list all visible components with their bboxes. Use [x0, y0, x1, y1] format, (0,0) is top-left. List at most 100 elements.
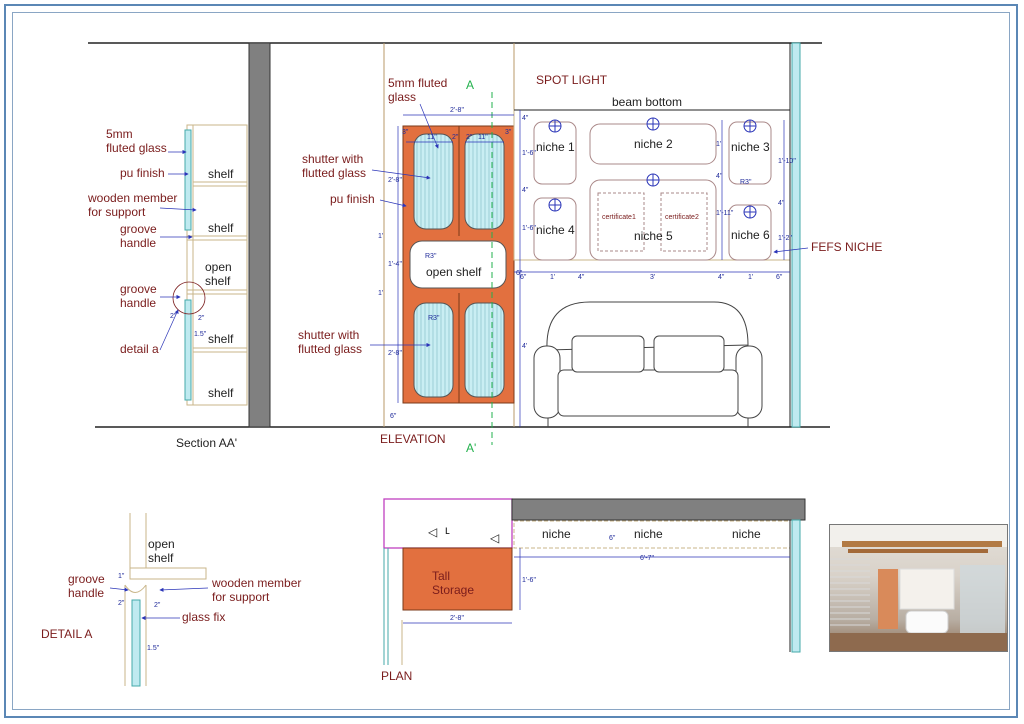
- dim-6-base: 6": [390, 413, 397, 420]
- label-detail-glass-fix: glass fix: [182, 610, 225, 624]
- dim-nv-6: 6": [516, 270, 523, 277]
- label-section-shelf-4: shelf: [208, 332, 234, 346]
- dim-detail-2: 2": [154, 602, 161, 609]
- label-plan-niche-1: niche: [542, 527, 571, 541]
- label-section-shelf-2: shelf: [208, 221, 234, 235]
- open-shelf-niche: [409, 240, 507, 289]
- dim-1-4: 1'-4": [388, 261, 402, 268]
- dim-r3-a: R3": [425, 253, 437, 260]
- dim-11a: 11": [427, 134, 437, 141]
- dim-nv-1-2: 1'-2": [778, 235, 792, 242]
- dim-11b: 11": [478, 134, 488, 141]
- dim-plan-2-8: 2'-8": [450, 615, 464, 622]
- dim-r3-b: R3": [428, 315, 440, 322]
- dim-nh-4: 4": [718, 274, 725, 281]
- label-open-shelf: open shelf: [426, 265, 482, 279]
- dim-section-1-5: 1.5": [194, 331, 207, 338]
- label-niche-1: niche 1: [536, 140, 575, 154]
- dim-2b: 2": [466, 134, 473, 141]
- niche-4: [533, 197, 577, 261]
- dim-r3-c: R3": [740, 179, 752, 186]
- glass-partition-elevation: [791, 42, 801, 428]
- dim-nh-3: 3': [650, 274, 655, 281]
- spot-light-icons: [548, 117, 757, 219]
- label-spot-light: SPOT LIGHT: [536, 73, 608, 87]
- dim-nv-1-6a: 1'-6": [522, 150, 536, 157]
- dim-nv-1-6b: 1'-6": [522, 225, 536, 232]
- dim-detail-1: 1": [118, 573, 125, 580]
- dim-plan-6: 6": [609, 535, 616, 542]
- dim-nv-1-11: 1'-11": [716, 210, 734, 217]
- dim-plan-1-6: 1'-6": [522, 577, 536, 584]
- shutter-glass-bottom-left: [413, 302, 454, 398]
- dim-2-8-top: 2'-8": [388, 177, 402, 184]
- svg-text:ʟ: ʟ: [445, 523, 450, 537]
- dim-nv-4a: 4": [522, 115, 529, 122]
- tall-storage-plan: [402, 547, 513, 611]
- dim-plan-6-7: 6'-7": [640, 555, 654, 562]
- dim-nh-5: 1': [748, 274, 753, 281]
- elevation-view: A A': [88, 42, 882, 455]
- label-niche-2: niche 2: [634, 137, 673, 151]
- dim-1b: 1': [378, 290, 383, 297]
- dim-elev-width: 2'-8": [450, 107, 464, 114]
- dim-nh-1: 1': [550, 274, 555, 281]
- sofa-elevation: [533, 301, 763, 427]
- label-section-shelf-5: shelf: [208, 386, 234, 400]
- label-plan-niche-2: niche: [634, 527, 663, 541]
- niche-6: [728, 204, 772, 261]
- label-beam-bottom: beam bottom: [612, 95, 682, 109]
- label-certificate-1: certificate1: [602, 214, 636, 221]
- dim-nv-4d: 4": [778, 200, 785, 207]
- label-fefs-niche: FEFS NICHE: [811, 240, 882, 254]
- dim-nv-4c: 4": [716, 173, 723, 180]
- certificate-frame-2: [660, 192, 708, 252]
- label-plan-niche-3: niche: [732, 527, 761, 541]
- label-pu-finish-elev: pu finish: [330, 192, 375, 206]
- label-niche-4: niche 4: [536, 223, 575, 237]
- dim-1-open: 1': [378, 233, 383, 240]
- dim-nv-1: 1': [716, 141, 721, 148]
- dim-nv-1-10: 1'-10": [778, 158, 796, 165]
- dim-nv-4low: 4': [522, 343, 527, 350]
- dim-3a: 3": [402, 129, 409, 136]
- dim-2-8-bot: 2'-8": [388, 350, 402, 357]
- dim-nv-4b: 4": [522, 187, 529, 194]
- dim-nh-2: 4": [578, 274, 585, 281]
- dim-nh-0: 6": [520, 274, 527, 281]
- shutter-glass-top-left: [413, 133, 454, 230]
- dim-section-2b: 2": [170, 313, 177, 320]
- detail-a-callout: [172, 281, 206, 315]
- dim-detail-1-5: 1.5": [147, 645, 160, 652]
- label-niche-5: niche 5: [634, 229, 673, 243]
- label-niche-3: niche 3: [731, 140, 770, 154]
- certificate-frame-1: [597, 192, 645, 252]
- label-section-detail-a: detail a: [120, 342, 159, 356]
- dim-3b: 3": [505, 129, 512, 136]
- title-plan: PLAN: [381, 669, 412, 683]
- plan-column: [383, 498, 513, 549]
- sheet-border: [4, 4, 1018, 718]
- label-section-pu-finish: pu finish: [120, 166, 165, 180]
- label-niche-6: niche 6: [731, 228, 770, 242]
- reference-render-photo: [829, 524, 1008, 652]
- svg-text:◁: ◁: [428, 525, 438, 539]
- section-mark-a: A: [466, 78, 474, 92]
- label-section-shelf-1: shelf: [208, 167, 234, 181]
- shutter-glass-bottom-right: [464, 302, 505, 398]
- sheet-inner-border: [12, 12, 1010, 710]
- section-mark-a-prime: A': [466, 441, 476, 455]
- title-section-aa: Section AA': [176, 436, 237, 450]
